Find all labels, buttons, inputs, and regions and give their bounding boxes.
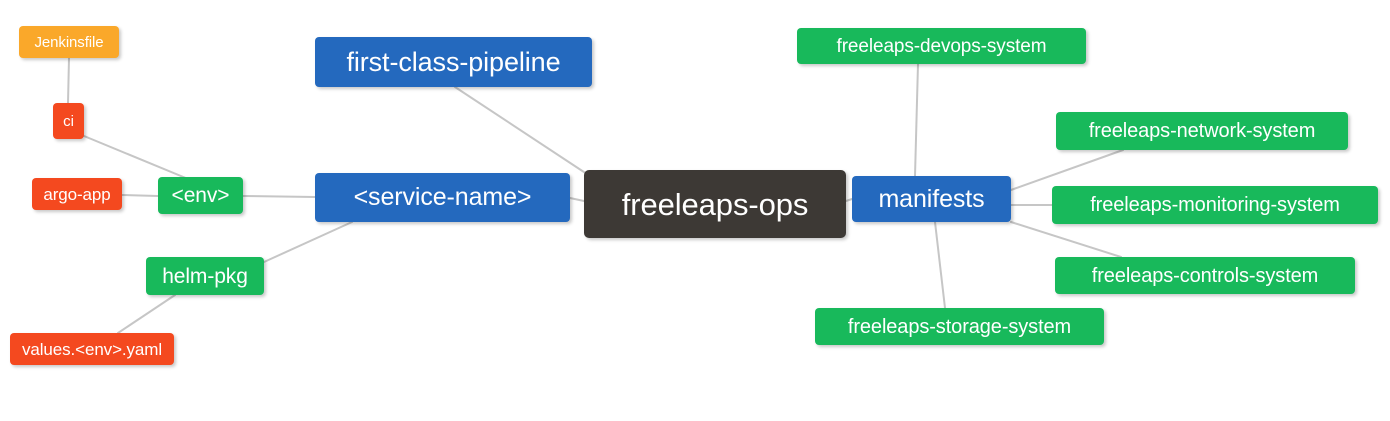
node-label: first-class-pipeline (346, 46, 561, 77)
node-label: freeleaps-ops (621, 186, 809, 222)
node-label: freeleaps-storage-system (847, 315, 1072, 338)
node-label: freeleaps-controls-system (1091, 264, 1319, 287)
edge-env-to-ci (83, 135, 194, 182)
edge-ci-to-Jenkinsfile (67, 57, 70, 104)
node-freeleaps-monitoring-system[interactable]: freeleaps-monitoring-system (1052, 186, 1378, 224)
node-argo-app[interactable]: argo-app (32, 178, 122, 210)
node-freeleaps-controls-system[interactable]: freeleaps-controls-system (1055, 257, 1355, 294)
edge-freeleaps-ops-to-service-name (569, 197, 585, 202)
node-helm-pkg[interactable]: helm-pkg (146, 257, 264, 295)
node-values-env-yaml[interactable]: values.<env>.yaml (10, 333, 174, 365)
edge-service-name-to-helm-pkg (263, 221, 353, 263)
node-freeleaps-network-system[interactable]: freeleaps-network-system (1056, 112, 1348, 150)
node-label: manifests (878, 184, 985, 213)
node-ci[interactable]: ci (53, 103, 84, 139)
node-freeleaps-devops-system[interactable]: freeleaps-devops-system (797, 28, 1086, 64)
edge-helm-pkg-to-values-env-yaml (117, 294, 176, 334)
node-Jenkinsfile[interactable]: Jenkinsfile (19, 26, 119, 58)
edge-manifests-to-freeleaps-devops-system (914, 63, 919, 177)
node-label: helm-pkg (162, 264, 248, 288)
node-manifests[interactable]: manifests (852, 176, 1011, 222)
node-label: freeleaps-network-system (1088, 120, 1316, 142)
node-label: freeleaps-monitoring-system (1090, 194, 1340, 216)
node-label: Jenkinsfile (34, 33, 104, 51)
edge-env-to-argo-app (121, 194, 159, 197)
edge-manifests-to-freeleaps-controls-system (1010, 221, 1122, 258)
node-env[interactable]: <env> (158, 177, 243, 214)
node-first-class-pipeline[interactable]: first-class-pipeline (315, 37, 592, 87)
edge-manifests-to-freeleaps-network-system (1010, 149, 1124, 191)
edge-manifests-to-freeleaps-storage-system (934, 221, 946, 309)
node-label: ci (63, 112, 74, 130)
node-label: values.<env>.yaml (21, 339, 163, 359)
node-label: <env> (171, 184, 230, 207)
node-label: argo-app (43, 184, 111, 204)
node-label: freeleaps-devops-system (836, 35, 1047, 57)
edge-freeleaps-ops-to-first-class-pipeline (454, 86, 594, 179)
node-label: <service-name> (353, 183, 532, 211)
edge-service-name-to-env (242, 195, 316, 198)
node-freeleaps-ops[interactable]: freeleaps-ops (584, 170, 846, 238)
node-freeleaps-storage-system[interactable]: freeleaps-storage-system (815, 308, 1104, 345)
node-service-name[interactable]: <service-name> (315, 173, 570, 222)
